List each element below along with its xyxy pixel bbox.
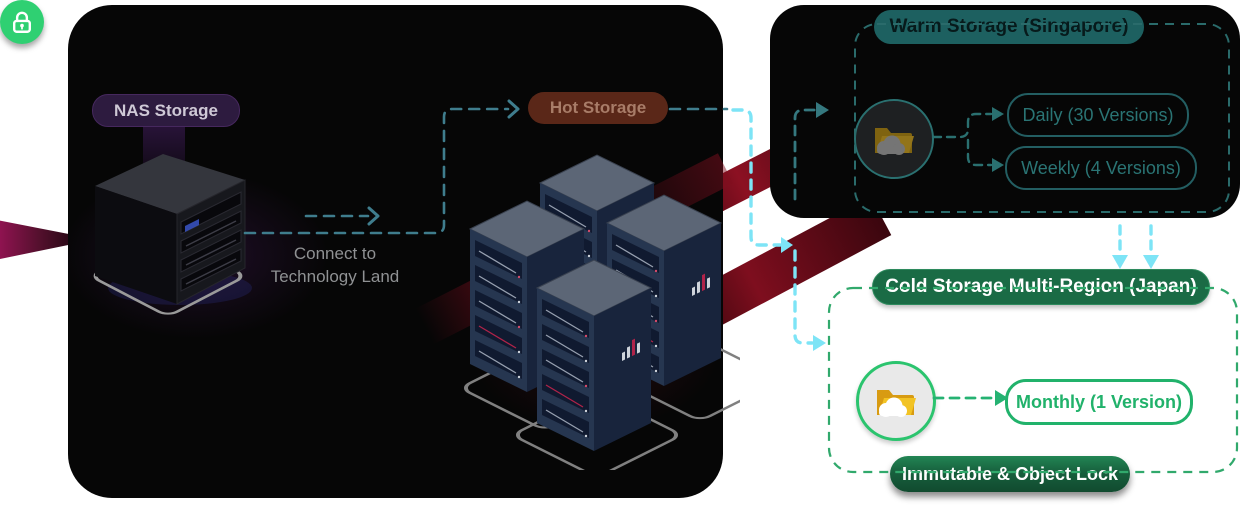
folder-cloud-icon [875,128,914,155]
folder-cloud-icon [877,390,916,417]
hot-storage-badge: Hot Storage [528,92,668,124]
magenta-beam-decoration [0,220,70,259]
arrow-right-icon [813,335,826,351]
server-tower [536,259,652,452]
cold-bucket-icon-circle [856,361,936,441]
cold-storage-title-badge: Cold Storage Multi-Region (Japan) [872,269,1210,305]
nas-storage-label: NAS Storage [114,100,218,120]
hot-storage-label: Hot Storage [549,98,647,117]
nas-display [185,219,199,232]
warm-storage-title-badge: Warm Storage (Singapore) [874,10,1144,44]
warm-storage-title: Warm Storage (Singapore) [889,16,1129,37]
daily-retention-pill: Daily (30 Versions) [1007,93,1189,137]
padlock-icon-circle [0,0,44,44]
arrow-down-icon [1143,255,1159,269]
nas-drive-bays [180,191,242,292]
nas-device-illustration [93,154,252,315]
server-rack-cluster-illustration [463,154,740,470]
cold-storage-title: Cold Storage Multi-Region (Japan) [885,276,1197,297]
nas-storage-badge: NAS Storage [92,94,240,127]
immutable-object-lock-badge: Immutable & Object Lock [890,456,1130,492]
connect-caption: Connect to Technology Land [270,244,400,286]
monthly-retention-pill: Monthly (1 Version) [1005,379,1193,425]
weekly-retention-pill: Weekly (4 Versions) [1005,146,1197,190]
warm-bucket-icon-circle [854,99,934,179]
arrow-down-icon [1112,255,1128,269]
padlock-icon [13,11,31,33]
